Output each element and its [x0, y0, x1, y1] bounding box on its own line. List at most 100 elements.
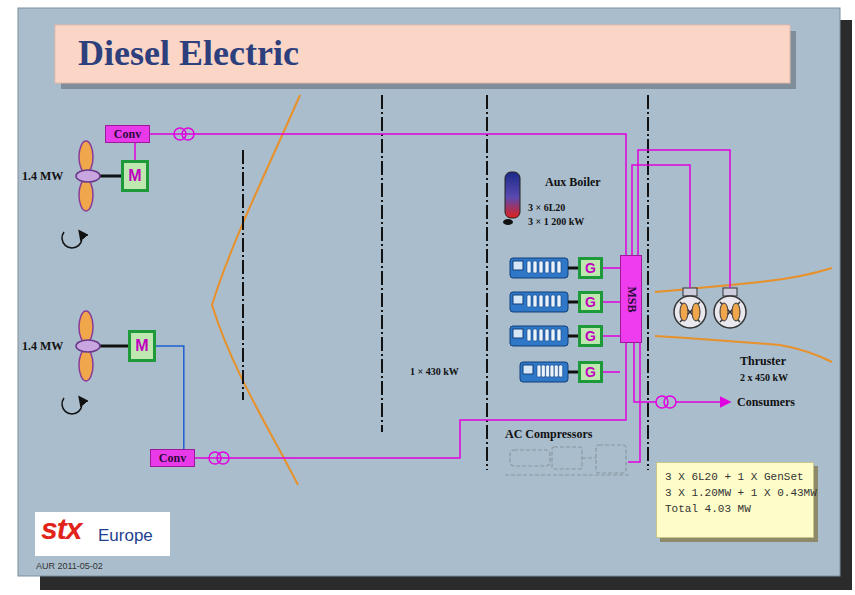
engine-panel: [513, 295, 523, 304]
power-cable: [150, 134, 626, 255]
thruster-symbol: [714, 288, 746, 328]
power-wire: [676, 401, 730, 403]
engine-shaft: [568, 301, 578, 304]
node-text: MSB: [624, 286, 639, 312]
engine-cylinder: [550, 365, 554, 377]
bulkhead-line: [381, 95, 383, 432]
node-text: Conv: [159, 451, 186, 466]
engine-cylinder: [533, 261, 537, 273]
converter-box: Conv: [105, 125, 150, 143]
part-name: Consumers: [737, 395, 795, 410]
engine-shaft: [568, 335, 578, 338]
switchboard-box: MSB: [620, 255, 642, 343]
logo-text: stx: [41, 512, 81, 546]
node-text: 3 X 1.20MW + 1 X 0.43MW: [665, 485, 817, 501]
node-text: Conv: [114, 127, 141, 142]
power-wire: [634, 343, 656, 402]
engine-cylinder: [546, 365, 550, 377]
power-cable: [603, 301, 620, 303]
note-box: 3 X 6L20 + 1 X GenSet3 X 1.20MW + 1 X 0.…: [656, 462, 814, 538]
engine-body: [510, 326, 568, 346]
engine-body: [520, 362, 568, 382]
engine-cylinder: [545, 295, 549, 307]
propeller-2: [76, 311, 128, 381]
bulkhead-line: [647, 95, 649, 470]
engine-cylinder: [557, 295, 561, 307]
boiler-icon: [503, 172, 520, 225]
part-name: AC Compressors: [505, 427, 592, 442]
engine-spec: 3 × 1 200 kW: [528, 216, 584, 227]
engine-cylinder: [539, 295, 543, 307]
logo-box: [35, 512, 170, 556]
engine-cylinder: [551, 261, 555, 273]
logo-text: Europe: [98, 526, 153, 546]
power-wire: [638, 150, 730, 288]
node-text: G: [585, 364, 596, 380]
bulkhead-line: [242, 150, 244, 400]
bulkhead-line: [486, 95, 488, 470]
engine-cylinder: [545, 329, 549, 341]
transformer-symbol: [656, 396, 676, 408]
power-cable: [195, 343, 626, 458]
power-wire: [628, 343, 640, 462]
engine-cylinder: [527, 329, 531, 341]
generator-box: G: [578, 361, 603, 383]
hull-line: [212, 95, 300, 485]
title-banner: [55, 25, 790, 83]
engine-shaft: [568, 371, 578, 374]
power-rating: 1.4 MW: [22, 169, 63, 184]
engine-cylinder: [545, 261, 549, 273]
part-name: Aux Boiler: [545, 175, 601, 190]
engine-shaft: [568, 267, 578, 270]
rotation-arrow: [62, 232, 82, 248]
rotation-arrow: [62, 398, 82, 414]
compressor-drawing: [505, 445, 630, 475]
power-cable: [156, 346, 184, 449]
engine-panel: [513, 329, 523, 338]
node-text: 3 X 6L20 + 1 X GenSet: [665, 469, 804, 485]
converter-box: Conv: [150, 449, 195, 467]
node-text: M: [135, 337, 148, 355]
transformer-symbol: [217, 452, 229, 464]
engine-cylinder: [527, 261, 531, 273]
node-text: Total 4.03 MW: [665, 501, 751, 517]
engine-cylinder: [557, 329, 561, 341]
engine-cylinder: [539, 329, 543, 341]
drawing-reference: AUR 2011-05-02: [36, 561, 103, 571]
engine-panel: [513, 261, 523, 270]
panel: [18, 8, 840, 576]
power-cable: [603, 267, 620, 269]
engine-cylinder: [551, 329, 555, 341]
bow-tunnel: [655, 268, 832, 292]
generator-box: G: [578, 325, 603, 347]
engine-cylinder: [557, 261, 561, 273]
engine-cylinder: [527, 295, 531, 307]
engine-body: [510, 258, 568, 278]
engine-panel: [523, 365, 533, 374]
thruster-spec: 2 x 450 kW: [740, 372, 788, 383]
power-rating: 1.4 MW: [22, 339, 63, 354]
generator-box: G: [578, 291, 603, 313]
engine-cylinder: [533, 329, 537, 341]
engine-cylinder: [551, 295, 555, 307]
power-cable: [134, 143, 136, 160]
part-name: Thruster: [740, 354, 786, 369]
node-text: G: [585, 294, 596, 310]
engine-spec: 3 × 6L20: [528, 202, 565, 213]
engine-cylinder: [541, 365, 545, 377]
engine-group: [510, 258, 578, 382]
engine-cylinder: [539, 261, 543, 273]
node-text: G: [585, 328, 596, 344]
engine-cylinder: [533, 295, 537, 307]
motor-box: M: [128, 330, 156, 362]
propeller-1: [76, 141, 121, 211]
thruster-symbol: [674, 288, 706, 328]
engine-body: [510, 292, 568, 312]
engine-cylinder: [554, 365, 558, 377]
motor-box: M: [121, 160, 149, 192]
node-text: M: [128, 167, 141, 185]
generator-box: G: [578, 257, 603, 279]
node-text: G: [585, 260, 596, 276]
engine-cylinder: [559, 365, 563, 377]
